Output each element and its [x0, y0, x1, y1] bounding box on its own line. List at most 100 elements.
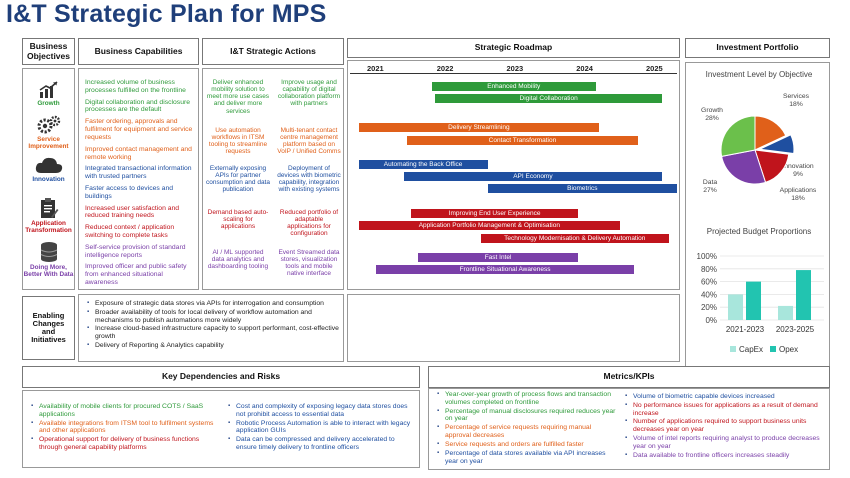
roadmap-year-label: 2024	[576, 64, 593, 73]
capability-item: Faster ordering, approvals and fulfilmen…	[85, 118, 193, 141]
roadmap-bar: Technology Modernisation & Delivery Auto…	[480, 234, 669, 243]
dependencies-header: Key Dependencies and Risks	[22, 366, 420, 388]
pie-slice-data	[721, 149, 767, 185]
page-title: I&T Strategic Plan for MPS	[6, 0, 327, 28]
metrics-header: Metrics/KPIs	[428, 366, 830, 388]
bar-capex	[728, 294, 743, 320]
enabling-panel: Exposure of strategic data stores via AP…	[78, 294, 344, 362]
strategic-action: Reduced portfolio of adaptable applicati…	[279, 209, 339, 238]
objectives-header: Business Objectives	[22, 38, 75, 65]
roadmap-bar: Improving End User Experience	[410, 209, 579, 218]
capabilities-panel: Increased volume of business processes f…	[78, 68, 199, 290]
metrics-panel: Year-over-year growth of process flows a…	[428, 388, 830, 470]
legend-label: Opex	[779, 345, 798, 354]
capability-item: Self-service provision of standard intel…	[85, 243, 186, 259]
roadmap-axis	[350, 73, 677, 74]
roadmap-bar: Frontline Situational Awareness	[376, 265, 635, 274]
list-item: Operational support for delivery of busi…	[31, 436, 221, 452]
y-tick-label: 100%	[697, 252, 717, 261]
y-tick-label: 60%	[701, 278, 717, 287]
roadmap-bar: Application Portfolio Management & Optim…	[358, 221, 621, 230]
pie-label-name: Applications	[780, 187, 817, 194]
strategic-action: Deliver enhanced mobility solution to me…	[206, 79, 270, 115]
list-item: Cost and complexity of exposing legacy d…	[228, 403, 416, 419]
capability-item: Improved contact management and remote w…	[85, 145, 192, 161]
roadmap-header: Strategic Roadmap	[347, 38, 680, 58]
roadmap-bar: Automating the Back Office	[358, 160, 488, 169]
strategic-action: Use automation workflows in ITSM tooling…	[208, 127, 268, 156]
list-item: Robotic Process Automation is able to in…	[228, 420, 416, 436]
objective-label: Application Transformation	[25, 220, 72, 234]
roadmap-year-label: 2025	[646, 64, 663, 73]
bar-chart-title: Projected Budget Proportions	[706, 227, 812, 236]
objective-label: Doing More, Better With Data	[23, 264, 74, 278]
enabling-header: Enabling Changes and Initiatives	[22, 296, 75, 360]
list-item: Availability of mobile clients for procu…	[31, 403, 221, 419]
objective-growth: Growth	[23, 81, 74, 108]
roadmap-bar: Digital Collaboration	[435, 94, 662, 103]
capability-item: Integrated transactional information wit…	[85, 165, 192, 181]
roadmap-bar: Enhanced Mobility	[431, 82, 596, 91]
x-tick-label: 2021-2023	[726, 325, 765, 334]
pie-label-value: 18%	[789, 101, 803, 108]
strategic-action: Event Streamed data stores, visualizatio…	[278, 249, 340, 278]
objective-label: Innovation	[32, 176, 65, 183]
gears-icon	[23, 115, 74, 135]
roadmap-year-label: 2022	[436, 64, 454, 73]
list-item: Service requests and orders are fulfille…	[437, 441, 617, 449]
capabilities-header: Business Capabilities	[78, 38, 199, 65]
roadmap-bar: Delivery Streamlining	[358, 123, 600, 132]
list-item: No performance issues for applications a…	[625, 402, 825, 418]
bar-capex	[778, 305, 793, 320]
pie-label-value: 18%	[791, 195, 805, 202]
roadmap-bar: API Economy	[403, 172, 662, 181]
pie-label-value: 27%	[703, 187, 717, 194]
objective-application-transformation: Application Transformation	[23, 197, 74, 234]
roadmap-year-label: 2023	[506, 64, 524, 73]
capability-item: Improved officer and public safety from …	[85, 263, 187, 287]
y-tick-label: 0%	[705, 316, 717, 325]
list-item: Increase cloud-based infrastructure capa…	[87, 325, 339, 341]
roadmap-bar: Contact Transformation	[407, 136, 638, 145]
pie-title: Investment Level by Objective	[705, 70, 813, 79]
bar-opex	[796, 270, 811, 320]
objective-service-improvement: Service Improvement	[23, 115, 74, 150]
pie-label-name: Data	[703, 179, 718, 186]
list-item: Volume of biometric capable devices incr…	[625, 393, 825, 401]
y-tick-label: 40%	[701, 290, 717, 299]
y-tick-label: 80%	[701, 265, 717, 274]
pie-label-value: 9%	[793, 171, 803, 178]
investment-pie-chart: Services18%Innovation9%Applications18%Da…	[701, 93, 817, 202]
roadmap-bar: Fast Intel	[417, 253, 579, 262]
list-item: Broader availability of tools for local …	[87, 309, 339, 325]
list-item: Percentage of manual disclosures require…	[437, 408, 617, 424]
capability-item: Digital collaboration and disclosure pro…	[85, 98, 191, 114]
list-item: Number of applications required to suppo…	[625, 418, 825, 434]
list-item: Percentage of service requests requiring…	[437, 424, 617, 440]
legend-swatch	[730, 346, 736, 352]
actions-header: I&T Strategic Actions	[202, 38, 344, 65]
objective-doing-more-better-with-data: Doing More, Better With Data	[23, 241, 74, 278]
pie-label-value: 28%	[705, 115, 719, 122]
pie-slice-growth	[720, 115, 756, 157]
pie-slice-innovation	[758, 134, 795, 155]
pie-label-name: Services	[783, 93, 810, 100]
pie-label-name: Innovation	[782, 163, 814, 170]
capability-item: Reduced context / application switching …	[85, 224, 175, 239]
strategic-action: Deployment of devices with biometric cap…	[277, 165, 341, 194]
strategic-action: Multi-tenant contact centre management p…	[277, 127, 341, 156]
bar-opex	[746, 281, 761, 320]
list-item: Data can be compressed and delivery acce…	[228, 436, 416, 452]
roadmap-bar: Biometrics	[487, 184, 677, 193]
objective-label: Growth	[37, 100, 60, 107]
y-tick-label: 20%	[701, 303, 717, 312]
investment-header: Investment Portfolio	[685, 38, 830, 58]
list-item: Year-over-year growth of process flows a…	[437, 391, 617, 407]
list-item: Percentage of data stores available via …	[437, 450, 617, 466]
legend-label: CapEx	[739, 345, 763, 354]
cloud-icon	[23, 155, 74, 175]
roadmap-year-label: 2021	[367, 64, 384, 73]
capability-item: Increased user satisfaction and reduced …	[85, 204, 180, 220]
objective-label: Service Improvement	[28, 136, 69, 150]
